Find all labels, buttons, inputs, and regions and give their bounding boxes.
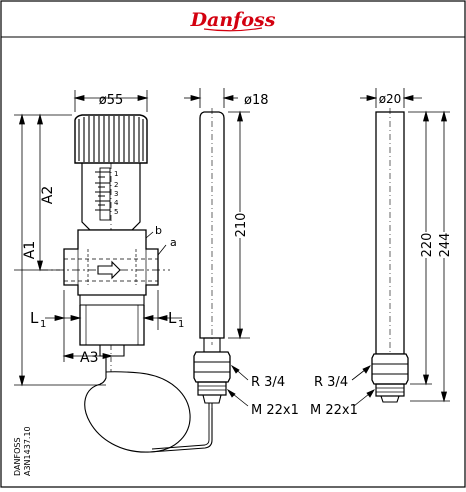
dim-length-210: 210 — [234, 213, 249, 238]
valve-assembly — [40, 114, 213, 453]
scale-window — [99, 167, 111, 221]
scale-ticks — [95, 171, 110, 211]
scale-number-3: 3 — [114, 190, 118, 198]
capillary-tube-coil — [84, 371, 191, 453]
drawing-code-line2: A3N1437.10 — [23, 426, 32, 476]
dim-length-220: 220 — [420, 233, 435, 258]
knob-ribs — [78, 116, 144, 162]
label-a3: A3 — [80, 350, 98, 366]
left-dimensions — [14, 90, 182, 387]
dim-length-244: 244 — [438, 233, 453, 258]
adjusting-knob — [74, 114, 148, 164]
sensor-18 — [193, 108, 231, 410]
right-labels: ø20 220 244 R 3/4 M 22x1 — [310, 91, 453, 418]
label-l1-left: L — [30, 309, 39, 327]
logo-text: Danfoss — [190, 9, 276, 31]
label-a: a — [170, 236, 177, 249]
label-b: b — [155, 224, 162, 237]
sensor-nut-18 — [193, 351, 231, 383]
label-a2: A2 — [40, 186, 56, 204]
thread-r-34-mid: R 3/4 — [251, 375, 285, 390]
thread-r-34-right: R 3/4 — [314, 375, 348, 390]
label-a1: A1 — [22, 241, 38, 259]
sensor-20 — [371, 108, 409, 403]
flow-direction-arrow — [97, 260, 121, 280]
scale-number-2: 2 — [114, 181, 118, 189]
label-l1-right: L — [168, 309, 177, 327]
scale-number-4: 4 — [114, 199, 119, 207]
dim-diameter-18: ø18 — [244, 93, 269, 108]
scale-number-5: 5 — [114, 208, 118, 216]
sensor-nut-20 — [371, 353, 409, 385]
scale-number-1: 1 — [114, 170, 118, 178]
thread-m-22x1-right: M 22x1 — [310, 403, 358, 418]
valve-bonnet — [79, 305, 145, 346]
label-l1-left-sub: 1 — [40, 319, 46, 330]
middle-labels: ø18 210 R 3/4 M 22x1 — [233, 93, 299, 418]
danfoss-logo: Danfoss — [190, 9, 276, 32]
thread-m-22x1-mid: M 22x1 — [251, 403, 299, 418]
drawing-code-line1: DANFOSS — [13, 437, 22, 476]
left-labels: ø55 A2 A1 L 1 L 1 A3 b a 1 2 3 4 5 DANFO… — [13, 93, 184, 476]
label-l1-right-sub: 1 — [178, 319, 184, 330]
capillary-tube-link — [149, 408, 213, 453]
dim-diameter-20: ø20 — [379, 92, 402, 106]
dim-diameter-55: ø55 — [99, 93, 124, 108]
sensor-bulb-20 — [375, 111, 405, 355]
